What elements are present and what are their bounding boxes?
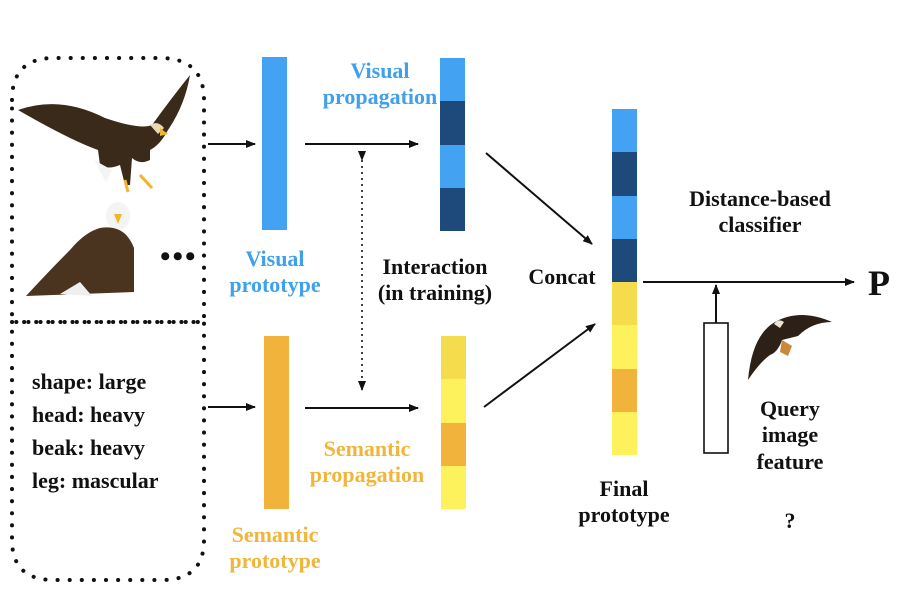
vector-segment — [262, 57, 287, 230]
concat-label: Concat — [528, 264, 596, 289]
interaction-label: Interaction (in training) — [377, 254, 493, 306]
semantic-propagation-label: Semantic propagation — [309, 436, 425, 488]
semantic-to-final-arrow — [483, 323, 596, 408]
vector-segment — [440, 101, 465, 145]
visual-propagation-label: Visual propagation — [322, 58, 438, 110]
vector-segment — [612, 368, 637, 412]
vector-segment — [441, 379, 466, 423]
semantic-attribute-list: shape: large head: heavy beak: heavy leg… — [32, 365, 158, 497]
vector-segment — [441, 422, 466, 466]
vector-segment — [612, 411, 637, 455]
classifier-label: Distance-based classifier — [689, 186, 831, 238]
vector-segment — [440, 58, 465, 102]
vector-segment — [441, 336, 466, 380]
vector-segment — [440, 187, 465, 231]
attribute-item: beak: heavy — [32, 435, 146, 460]
eagle-perched-icon — [26, 202, 134, 296]
more-examples-ellipsis: ••• — [160, 240, 198, 273]
query-feature-vector — [703, 322, 729, 454]
vector-segment — [264, 336, 289, 509]
semantic-propagated-vector — [441, 336, 466, 509]
visual-prototype-vector — [262, 57, 287, 230]
output-label: P — [868, 263, 890, 303]
visual-to-final-arrow — [485, 152, 593, 245]
query-feature-label: Query image feature — [756, 396, 824, 474]
vector-segment — [612, 325, 637, 369]
vector-segment — [612, 152, 637, 196]
eagle-query-icon — [748, 315, 832, 380]
final-prototype-label: Final prototype — [578, 476, 670, 528]
semantic-prototype-vector — [264, 336, 289, 509]
attribute-item: shape: large — [32, 369, 147, 394]
visual-propagated-vector — [440, 58, 465, 231]
semantic-prototype-label: Semantic prototype — [229, 522, 321, 574]
eagle-flying-icon — [18, 75, 190, 193]
support-image-box — [10, 56, 206, 324]
query-unknown-label: ? — [784, 508, 796, 533]
vector-segment — [612, 109, 637, 153]
vector-segment — [612, 282, 637, 326]
final-prototype-vector — [612, 109, 637, 455]
vector-segment — [440, 144, 465, 188]
attribute-item: leg: mascular — [32, 468, 159, 493]
attribute-item: head: heavy — [32, 402, 146, 427]
vector-segment — [612, 238, 637, 282]
vector-segment — [441, 465, 466, 509]
visual-prototype-label: Visual prototype — [229, 246, 321, 298]
vector-segment — [612, 195, 637, 239]
